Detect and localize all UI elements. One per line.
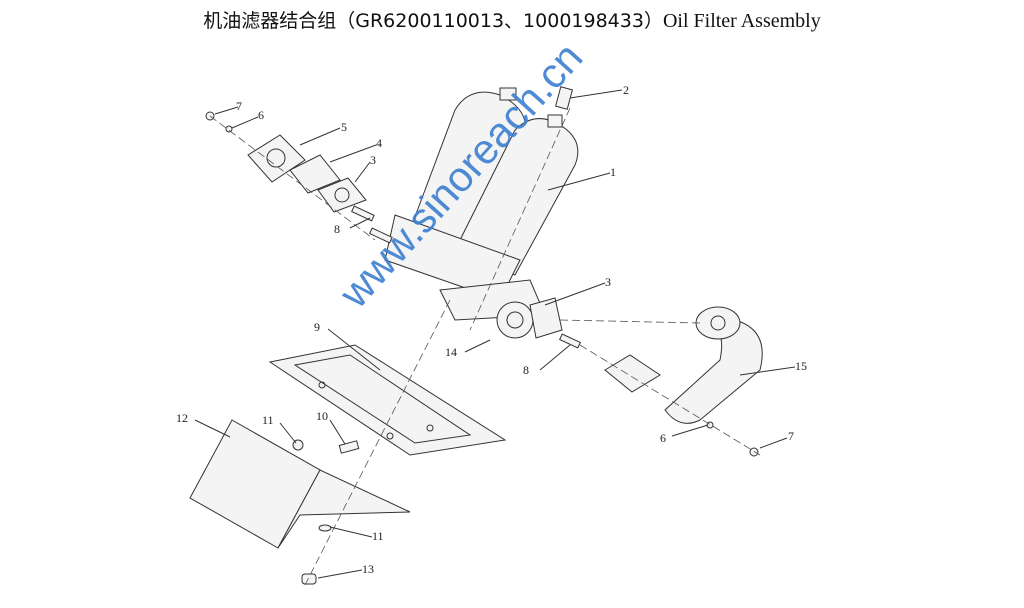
callout-labels: 7 6 5 4 3 8 2 1 3 14 8 9 15 12 11 10 6 7… (176, 83, 807, 576)
support-plate (189, 419, 411, 585)
callout: 8 (523, 363, 529, 377)
callout: 14 (445, 345, 457, 359)
callout: 8 (334, 222, 340, 236)
callout: 2 (623, 83, 629, 97)
outlet-pipe (529, 297, 763, 457)
callout: 11 (372, 529, 384, 543)
callout: 1 (610, 165, 616, 179)
filter-canisters (384, 86, 579, 339)
callout: 6 (258, 108, 264, 122)
diagram-title: 机油滤器结合组（GR6200110013、1000198433）Oil Filt… (0, 6, 1024, 33)
callout: 4 (376, 136, 382, 150)
callout: 15 (795, 359, 807, 373)
callout: 5 (341, 120, 347, 134)
callout: 3 (605, 275, 611, 289)
gaskets-left (205, 111, 393, 244)
callout: 11 (262, 413, 274, 427)
callout: 7 (236, 99, 242, 113)
title-en: Oil Filter Assembly (662, 10, 821, 32)
callout: 6 (660, 431, 666, 445)
callout: 3 (370, 153, 376, 167)
callout: 13 (362, 562, 374, 576)
callout: 7 (788, 429, 794, 443)
callout: 10 (316, 409, 328, 423)
callout: 9 (314, 320, 320, 334)
callout: 12 (176, 411, 188, 425)
mounting-frame (268, 344, 507, 456)
title-cn: 机油滤器结合组（GR6200110013、1000198433） (203, 10, 663, 32)
